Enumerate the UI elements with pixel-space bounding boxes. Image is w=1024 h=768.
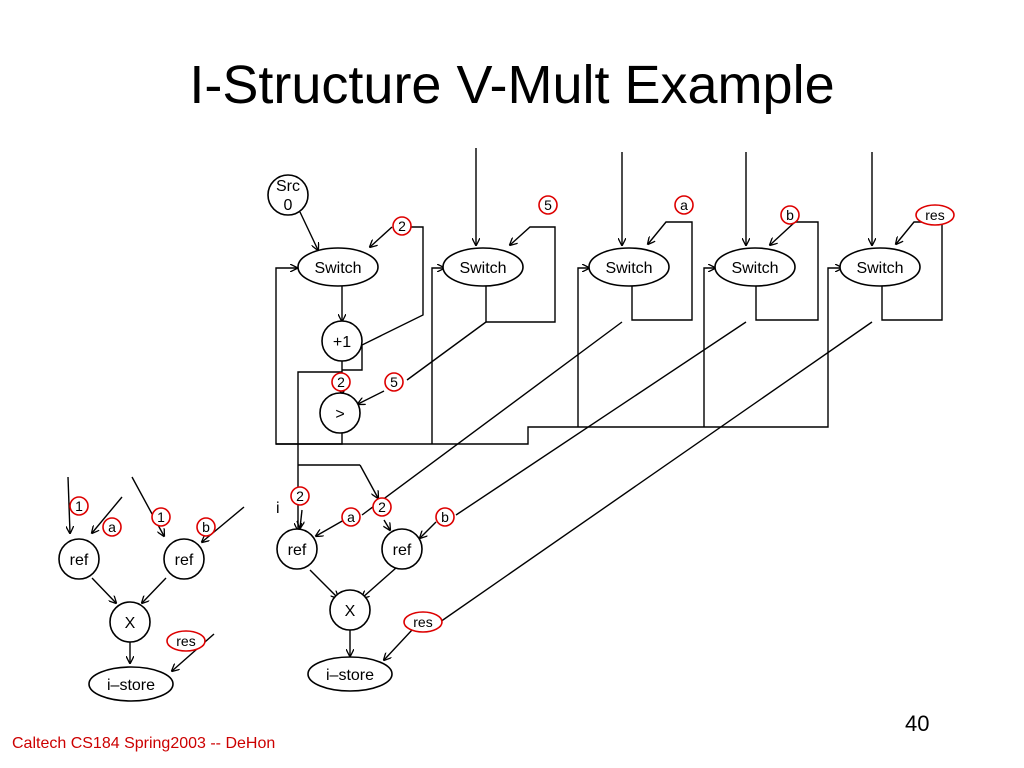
token-switch5: res xyxy=(915,204,955,226)
slide-title: I-Structure V-Mult Example xyxy=(189,55,835,115)
token-ref-right-index: 2 xyxy=(372,497,392,517)
svg-text:a: a xyxy=(680,197,688,213)
ref-node-right: ref xyxy=(381,528,423,570)
svg-text:5: 5 xyxy=(390,374,398,390)
small-token-1-left: 1 xyxy=(69,496,89,516)
svg-text:1: 1 xyxy=(157,509,165,525)
token-ref-right-array: b xyxy=(435,507,455,527)
switch-label: Switch xyxy=(605,260,652,277)
small-token-a: a xyxy=(102,517,122,537)
compare-node: > xyxy=(319,392,361,434)
main-graph-nodes: Src 0 Switch Switch Switch Switch Switch… xyxy=(267,174,921,692)
svg-text:1: 1 xyxy=(75,498,83,514)
small-token-1-right: 1 xyxy=(151,507,171,527)
svg-text:2: 2 xyxy=(398,218,406,234)
svg-text:2: 2 xyxy=(378,499,386,515)
switch-node-1: Switch xyxy=(297,247,379,287)
token-switch2: 5 xyxy=(538,195,558,215)
token-ref-left-array: a xyxy=(341,507,361,527)
switch-node-5: Switch xyxy=(839,247,921,287)
small-graph-tokens: 1 a 1 b res xyxy=(69,496,216,652)
svg-text:a: a xyxy=(108,519,116,535)
svg-text:ref: ref xyxy=(70,552,89,569)
src-node-label: Src xyxy=(276,178,300,195)
svg-text:b: b xyxy=(202,519,210,535)
svg-text:res: res xyxy=(925,207,944,223)
ref-label: ref xyxy=(288,542,307,559)
ref-node-left: ref xyxy=(276,528,318,570)
switch-label: Switch xyxy=(731,260,778,277)
src-node: Src 0 xyxy=(267,174,309,216)
small-multiply-node: X xyxy=(109,601,151,643)
store-node: i–store xyxy=(307,656,393,692)
small-ref-node-left: ref xyxy=(58,538,100,580)
switch-label: Switch xyxy=(314,260,361,277)
page-number: 40 xyxy=(905,711,930,736)
svg-text:res: res xyxy=(413,614,432,630)
small-token-b: b xyxy=(196,517,216,537)
compare-label: > xyxy=(335,406,344,423)
token-compare-left: 2 xyxy=(331,372,351,392)
small-ref-node-right: ref xyxy=(163,538,205,580)
switch-node-2: Switch xyxy=(442,247,524,287)
svg-text:b: b xyxy=(441,509,449,525)
main-graph-wires xyxy=(275,148,943,660)
svg-text:5: 5 xyxy=(544,197,552,213)
svg-text:a: a xyxy=(347,509,355,525)
small-token-res: res xyxy=(166,630,206,652)
svg-text:ref: ref xyxy=(175,552,194,569)
store-label: i–store xyxy=(326,667,374,684)
main-graph-tokens: 2 5 a b res 2 5 2 xyxy=(290,195,955,633)
token-switch4: b xyxy=(780,205,800,225)
token-compare-right: 5 xyxy=(384,372,404,392)
src-node-value: 0 xyxy=(284,197,293,214)
small-graph-wires xyxy=(68,476,245,671)
token-switch1: 2 xyxy=(392,216,412,236)
increment-node: +1 xyxy=(321,320,363,362)
index-label: i xyxy=(276,500,280,517)
svg-text:X: X xyxy=(125,615,136,632)
token-switch3: a xyxy=(674,195,694,215)
svg-text:2: 2 xyxy=(296,488,304,504)
switch-node-3: Switch xyxy=(588,247,670,287)
token-ref-left-index: 2 xyxy=(290,486,310,506)
switch-label: Switch xyxy=(856,260,903,277)
svg-text:i–store: i–store xyxy=(107,677,155,694)
token-store: res xyxy=(403,611,443,633)
svg-text:b: b xyxy=(786,207,794,223)
ref-label: ref xyxy=(393,542,412,559)
small-store-node: i–store xyxy=(88,666,174,702)
increment-label: +1 xyxy=(333,334,351,351)
multiply-node: X xyxy=(329,589,371,631)
slide-footer: Caltech CS184 Spring2003 -- DeHon xyxy=(12,735,276,752)
svg-text:2: 2 xyxy=(337,374,345,390)
switch-label: Switch xyxy=(459,260,506,277)
multiply-label: X xyxy=(345,603,356,620)
small-graph-nodes: ref ref X i–store xyxy=(58,538,205,702)
svg-text:res: res xyxy=(176,633,195,649)
switch-node-4: Switch xyxy=(714,247,796,287)
